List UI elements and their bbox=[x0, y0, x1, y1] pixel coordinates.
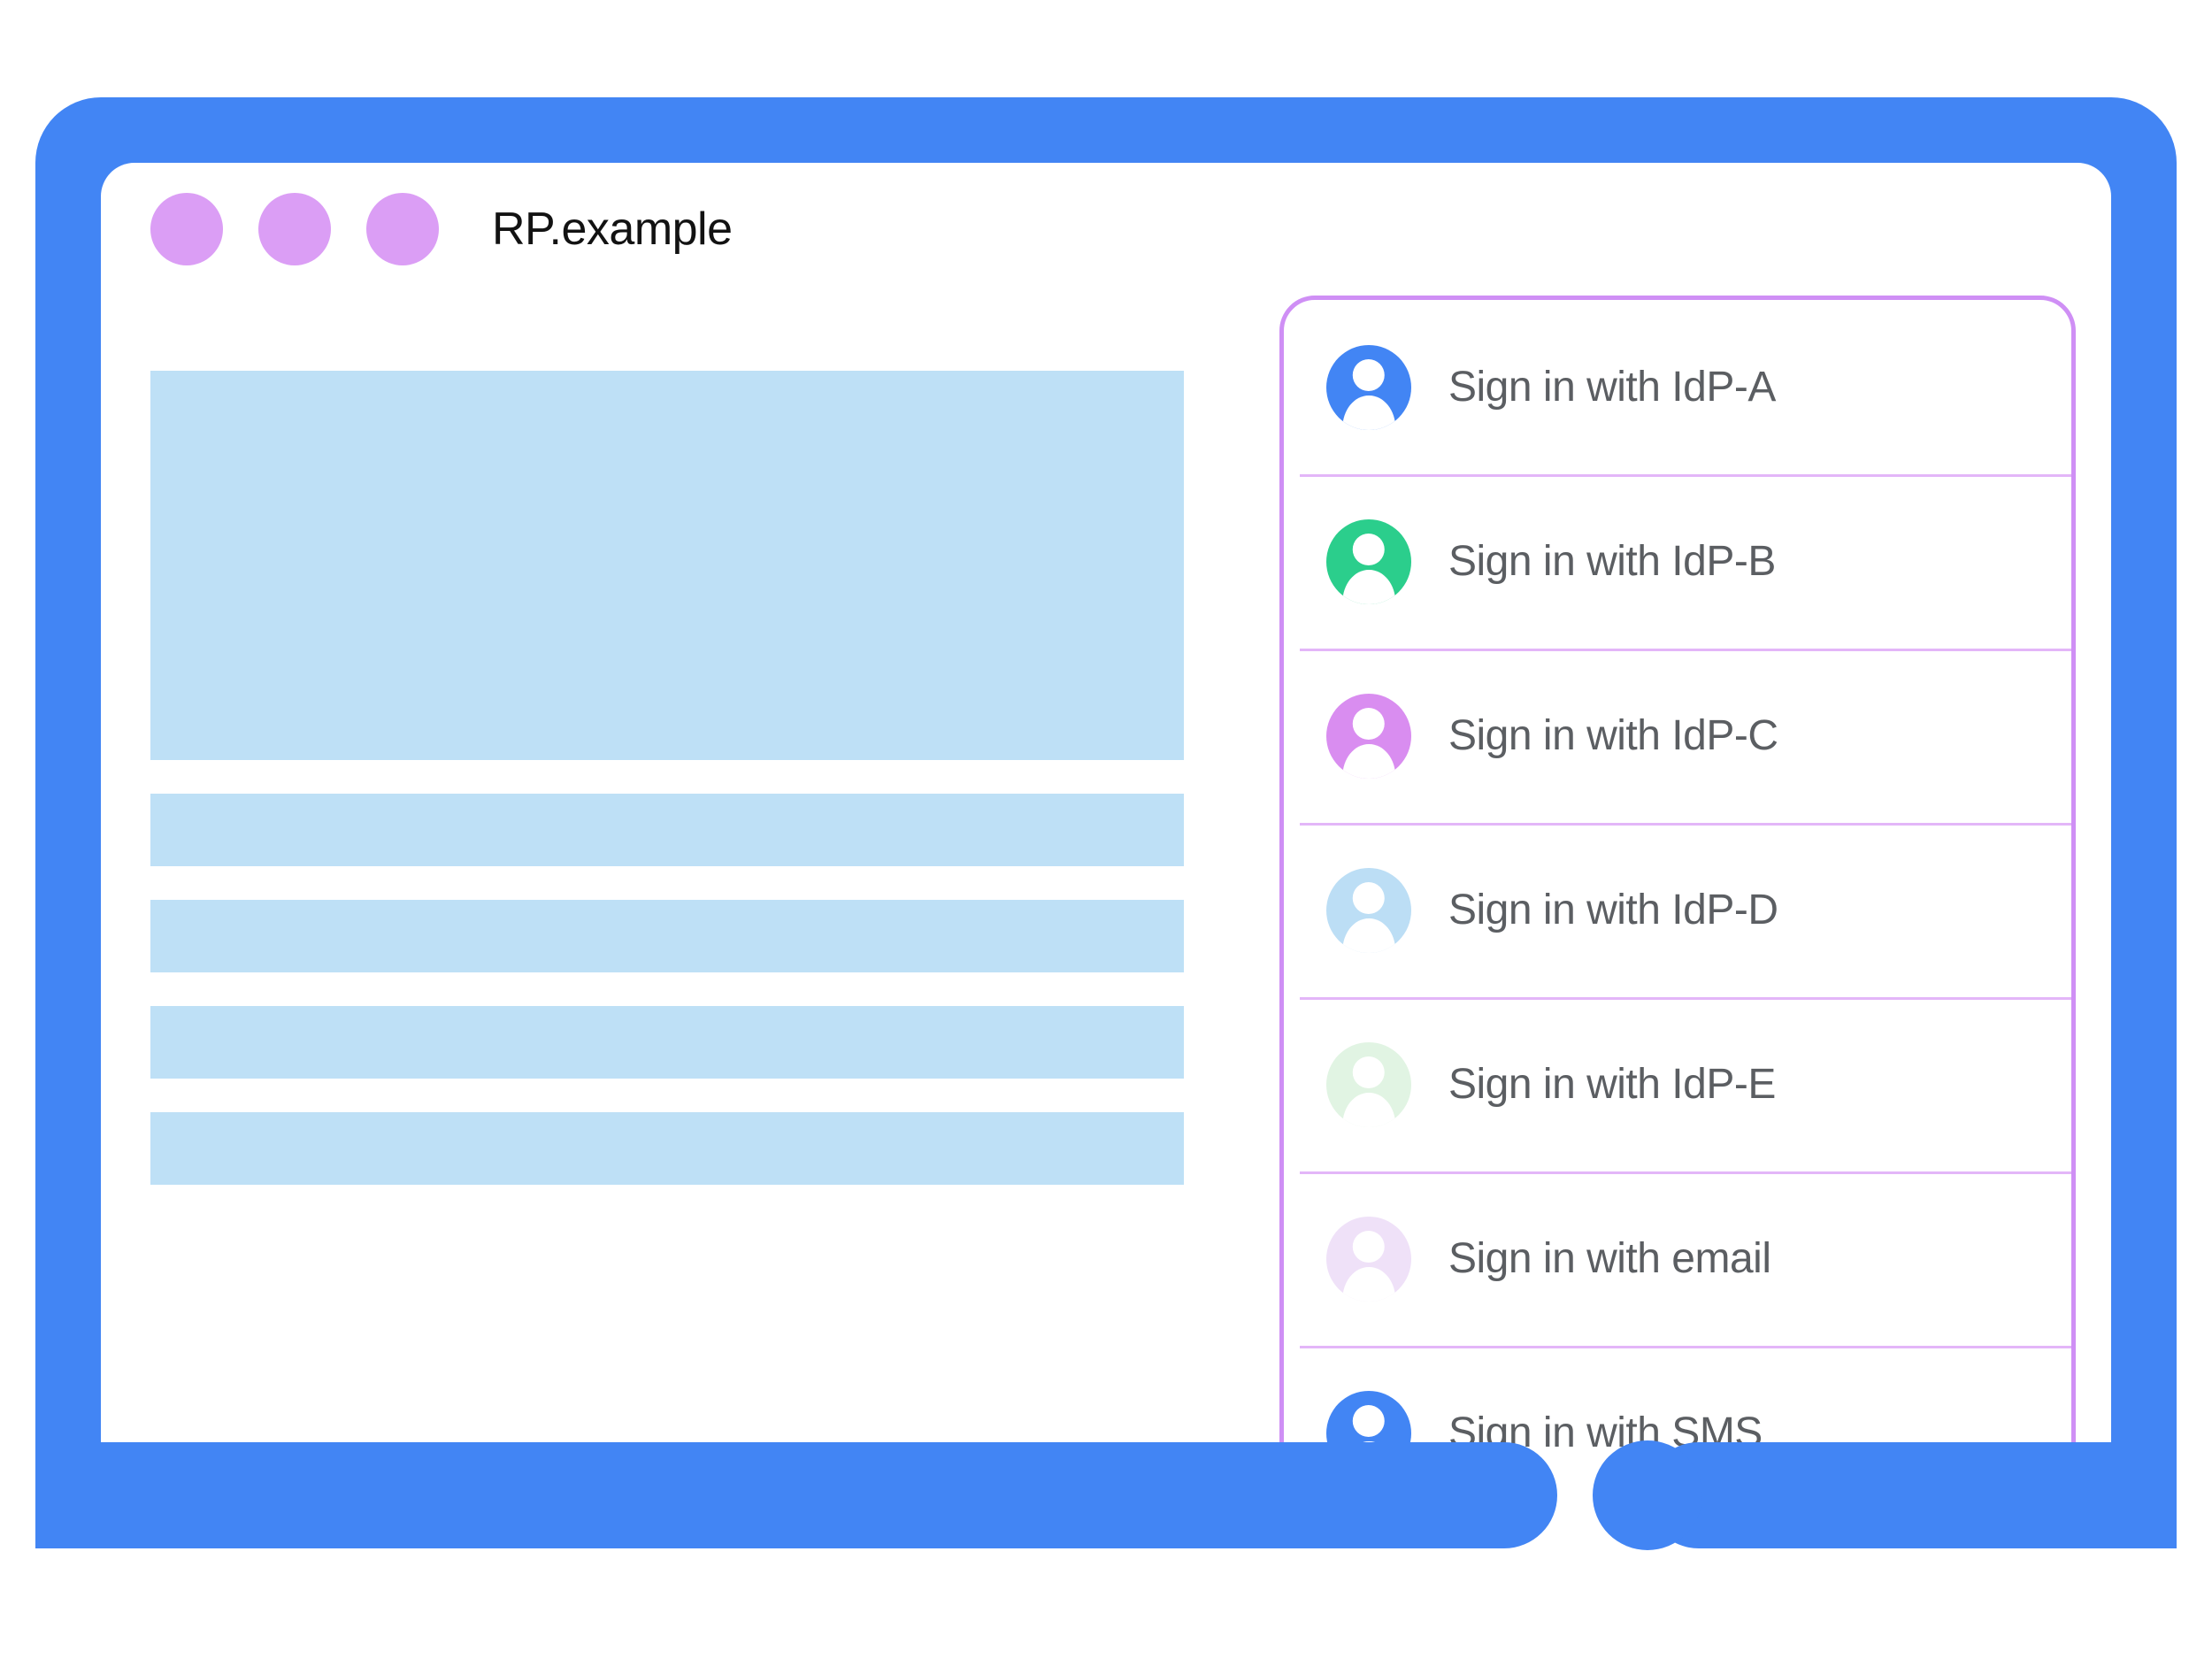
account-avatar-icon bbox=[1326, 1216, 1411, 1302]
account-avatar-icon bbox=[1326, 693, 1411, 779]
signin-row-idp-a[interactable]: Sign in with IdP-A bbox=[1284, 300, 2071, 474]
window-dot-close-icon[interactable] bbox=[150, 193, 223, 265]
content-bar-1 bbox=[150, 794, 1184, 866]
home-button[interactable] bbox=[1593, 1440, 1702, 1550]
signin-row-label: Sign in with IdP-A bbox=[1448, 364, 1776, 411]
content-bar-2 bbox=[150, 900, 1184, 972]
signin-row-idp-c[interactable]: Sign in with IdP-C bbox=[1284, 649, 2071, 823]
signin-row-idp-b[interactable]: Sign in with IdP-B bbox=[1284, 474, 2071, 649]
account-avatar-icon bbox=[1326, 1041, 1411, 1127]
signin-row-idp-e[interactable]: Sign in with IdP-E bbox=[1284, 997, 2071, 1171]
signin-row-idp-d[interactable]: Sign in with IdP-D bbox=[1284, 823, 2071, 997]
device-chin-right bbox=[1646, 1442, 2177, 1548]
signin-account-chooser: Sign in with IdP-A Sign in with IdP-B Si… bbox=[1279, 296, 2076, 1490]
signin-row-label: Sign in with IdP-D bbox=[1448, 887, 1778, 933]
account-avatar-icon bbox=[1326, 344, 1411, 430]
account-avatar-icon bbox=[1326, 867, 1411, 953]
signin-row-label: Sign in with IdP-E bbox=[1448, 1061, 1776, 1108]
device-screen: RP.example Sign in with IdP-A Sign i bbox=[101, 163, 2111, 1490]
device-frame: RP.example Sign in with IdP-A Sign i bbox=[35, 97, 2177, 1550]
account-avatar-icon bbox=[1326, 518, 1411, 604]
content-bar-4 bbox=[150, 1112, 1184, 1185]
device-chin-left bbox=[35, 1442, 1557, 1548]
signin-row-label: Sign in with IdP-B bbox=[1448, 538, 1776, 585]
window-controls bbox=[150, 193, 439, 265]
page-content-placeholders bbox=[150, 371, 1184, 1218]
page-title: RP.example bbox=[492, 204, 733, 255]
content-hero-block bbox=[150, 371, 1184, 760]
signin-row-label: Sign in with email bbox=[1448, 1235, 1771, 1282]
signin-row-email[interactable]: Sign in with email bbox=[1284, 1171, 2071, 1346]
window-dot-minimize-icon[interactable] bbox=[258, 193, 331, 265]
signin-row-label: Sign in with IdP-C bbox=[1448, 712, 1778, 759]
window-titlebar: RP.example bbox=[101, 163, 2111, 296]
content-bar-3 bbox=[150, 1006, 1184, 1079]
window-dot-maximize-icon[interactable] bbox=[366, 193, 439, 265]
